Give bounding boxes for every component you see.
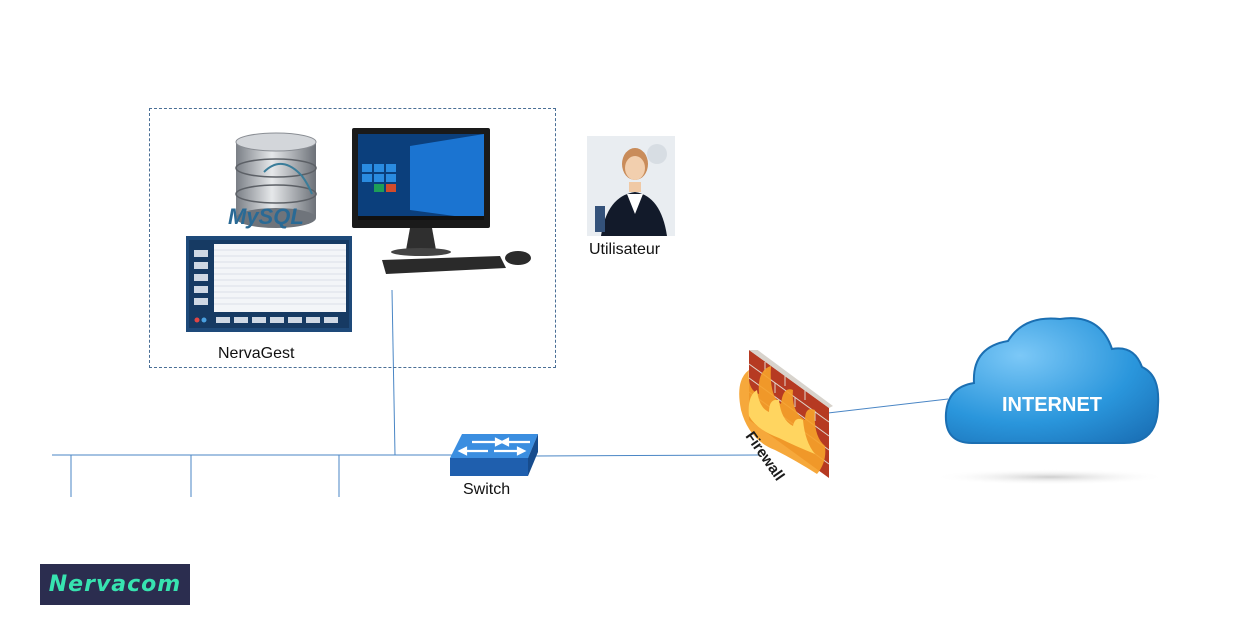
pc-uplink-line (391, 289, 396, 456)
mysql-logo-text: MySQL (228, 204, 304, 229)
switch-firewall-line (534, 454, 761, 457)
server-group-box (149, 108, 556, 368)
firewall-icon: Firewall (739, 350, 833, 482)
desktop-computer-icon (352, 128, 531, 274)
nervagest-label: NervaGest (218, 345, 295, 362)
nervagest-app-screenshot (186, 236, 352, 332)
internet-label: INTERNET (1002, 394, 1102, 416)
switch-icon (450, 434, 538, 476)
internet-cloud-icon: INTERNET (932, 317, 1168, 485)
firewall-internet-line (827, 398, 949, 414)
mysql-database-icon: MySQL (228, 132, 317, 229)
user-label: Utilisateur (589, 241, 661, 258)
user-photo-icon (587, 136, 675, 236)
nervacom-logo: Nervacom (40, 564, 190, 605)
switch-label: Switch (463, 481, 511, 498)
